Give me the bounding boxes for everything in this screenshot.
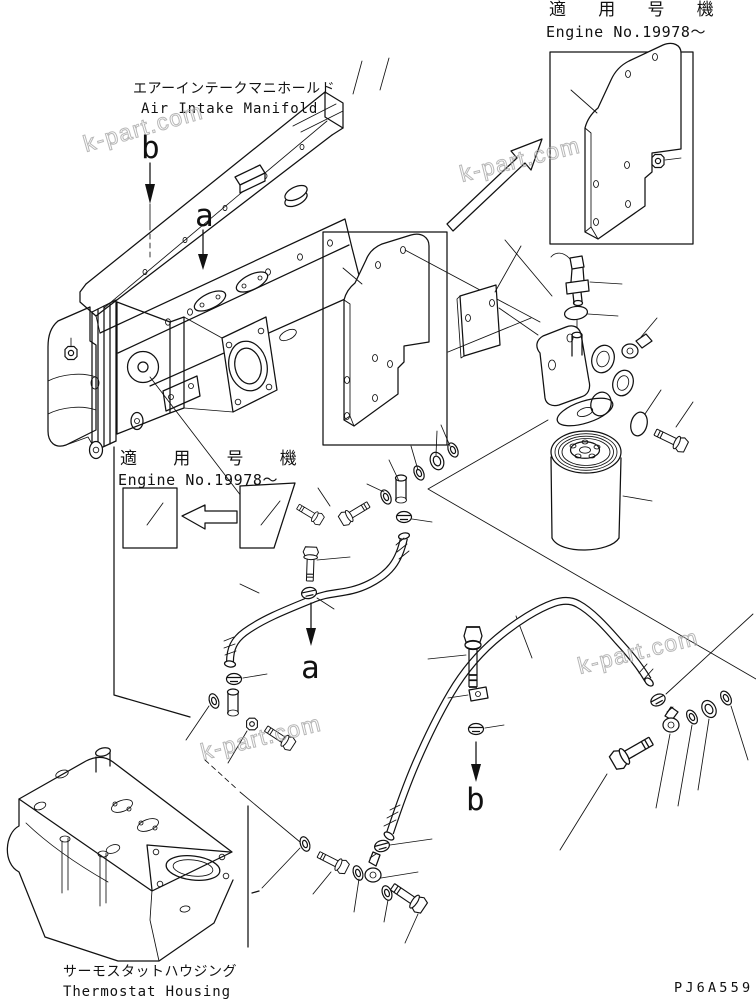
inset-box-old [239, 482, 296, 549]
oil-filter-cartridge [550, 430, 653, 551]
inset-mid-engine-no: Engine No.19978～ [118, 471, 278, 489]
cover-plate [343, 233, 430, 427]
banjo-elbow [662, 706, 680, 733]
head-pad [235, 271, 269, 293]
plug [630, 411, 648, 437]
air-intake-leader [292, 103, 344, 133]
hose-b [383, 596, 654, 841]
inset-box-new [122, 487, 178, 549]
water-pump-housing [47, 306, 104, 460]
hose-b-hardware [427, 626, 505, 736]
drawing-number: PJ6A559 [674, 980, 753, 996]
air-intake-label-en: Air Intake Manifold [141, 101, 318, 117]
engine-block-and-manifold [47, 57, 390, 523]
exhaust-flange [221, 316, 297, 413]
thermostat-label-en: Thermostat Housing [63, 984, 231, 1000]
manifold-top-pads [234, 164, 308, 208]
view-a-label: a [195, 198, 214, 234]
mounting-hardware-chain [366, 424, 461, 507]
cover-plate-variant [584, 42, 682, 240]
bottom-center-elbow-assembly [204, 759, 433, 944]
view-b-label: b [466, 782, 485, 818]
manifold-bolts [294, 487, 373, 582]
bottom-right-fittings [559, 688, 749, 851]
oil-filter-head-group [536, 252, 694, 551]
hose-a [223, 510, 433, 686]
bottom-left-fittings [185, 688, 298, 764]
replace-arrow [181, 504, 238, 530]
variant-inset-mid-left [113, 446, 296, 718]
cover-plate-box [322, 231, 541, 446]
view-label-b-top: b [141, 130, 160, 259]
view-label-a-top: a [195, 198, 214, 270]
view-b-label: b [141, 130, 160, 166]
front-boss [126, 350, 160, 384]
thermostat-opening [165, 855, 221, 881]
pressure-sensor [550, 252, 623, 307]
inset-frame [549, 51, 694, 245]
view-a-label: a [301, 650, 320, 686]
thermostat-housing [6, 747, 260, 962]
inset-top-engine-no: Engine No.19978～ [546, 23, 706, 41]
head-pad [193, 290, 227, 312]
variant-arrow [446, 138, 543, 232]
elbow-fitting [621, 317, 658, 359]
filter-head [536, 325, 634, 427]
inset-top-title-jp: 適 用 号 機 [549, 0, 725, 20]
adapter-fitting [314, 847, 351, 876]
banjo-elbow [364, 851, 382, 883]
hose-clamp [225, 672, 243, 686]
inset-mid-title-jp: 適 用 号 機 [120, 449, 310, 469]
nipple-fitting [651, 424, 690, 455]
view-label-a-mid: a [301, 602, 320, 686]
long-leader-lines [427, 317, 756, 695]
thermostat-label-jp: サーモスタットハウジング [63, 964, 237, 980]
mount-bracket [162, 375, 201, 412]
variant-inset-top-right [549, 42, 694, 245]
view-label-b-mid: b [466, 741, 485, 818]
o-ring [563, 305, 589, 321]
watermark: k-part.com [198, 710, 324, 765]
hose-clamp [395, 510, 413, 524]
watermark: k-part.com [457, 132, 583, 187]
gasket-plate [456, 239, 553, 359]
air-intake-label-jp: エアーインテークマニホールド [133, 81, 335, 97]
manifold-bolt-holes [142, 143, 333, 326]
